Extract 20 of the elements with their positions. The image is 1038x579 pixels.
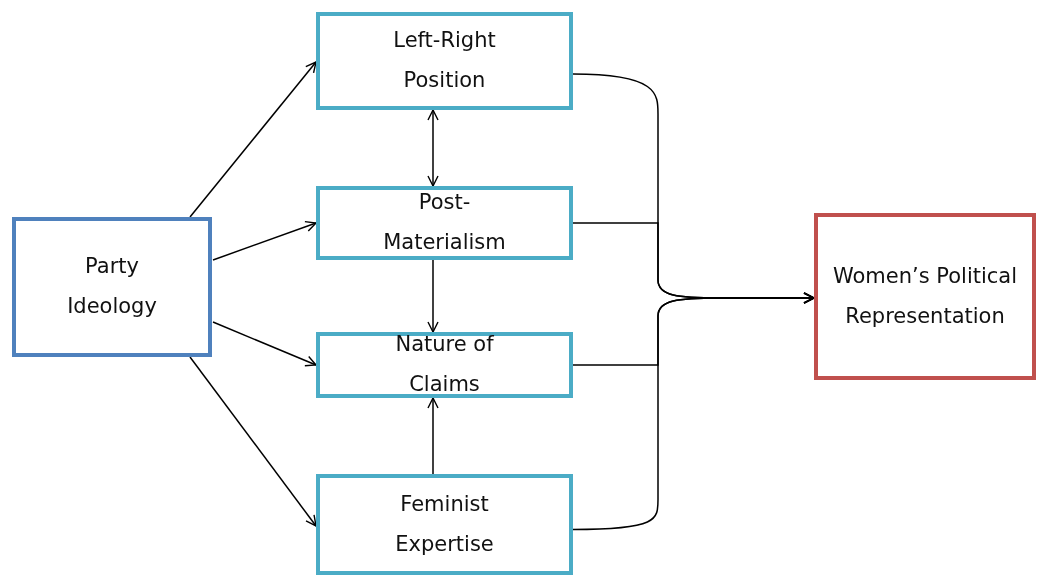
- box-label: Party Ideology: [66, 253, 158, 320]
- arrow: [189, 356, 317, 527]
- box-label: Left-Right Position: [392, 27, 497, 94]
- concept-box: [12, 217, 212, 357]
- concept-box: [316, 474, 573, 575]
- arrow: [427, 259, 439, 333]
- arrow: [212, 321, 317, 367]
- concept-box: [316, 186, 573, 260]
- box-label: Post-Materialism: [382, 189, 507, 256]
- arrow: [189, 61, 317, 218]
- arrow: [572, 292, 815, 531]
- arrow: [427, 109, 439, 187]
- box-label: Nature of Claims: [394, 331, 495, 398]
- concept-box: [316, 12, 573, 110]
- arrow: [212, 221, 317, 261]
- box-label: Women’s Political Representation: [831, 262, 1019, 330]
- box-label: Feminist Expertise: [394, 490, 495, 558]
- concept-box: [814, 213, 1036, 380]
- arrow: [427, 397, 439, 475]
- concept-box: [316, 332, 573, 398]
